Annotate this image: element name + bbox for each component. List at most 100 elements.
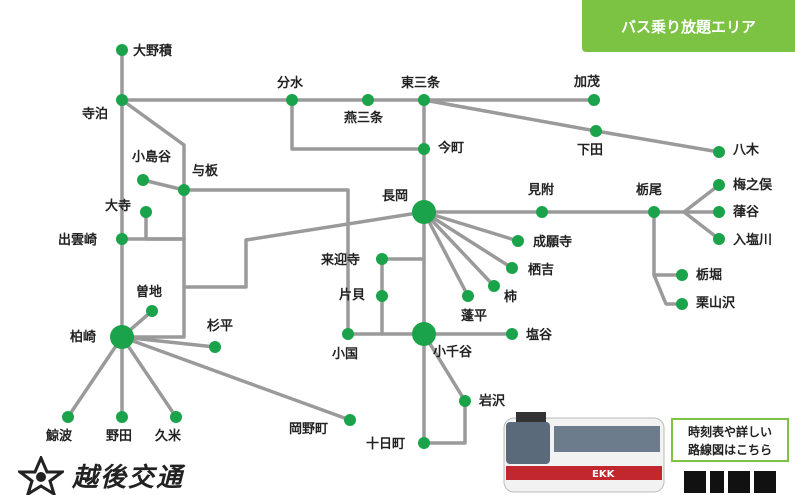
company-name: 越後交通 (72, 463, 185, 493)
company-emblem-icon (18, 456, 64, 495)
station-label-sugihira: 杉平 (207, 319, 234, 334)
station-marker-tochibori (676, 269, 688, 281)
route-segment (141, 178, 186, 192)
station-label-mitsuke: 見附 (528, 183, 555, 198)
station-label-yoita: 与板 (192, 164, 219, 179)
route-segment (652, 273, 684, 306)
station-label-fukiya: 葎谷 (733, 205, 760, 220)
station-marker-yoita (178, 184, 190, 196)
route-segment (182, 188, 426, 336)
station-label-iwasawa: 岩沢 (479, 394, 506, 409)
station-marker-bunsui (286, 94, 298, 106)
station-label-katakai: 片貝 (339, 288, 366, 303)
station-label-higashisanjo: 東三条 (401, 76, 441, 91)
station-marker-fukiya (713, 206, 725, 218)
station-marker-kume (170, 411, 182, 423)
station-label-ojiya: 小千谷 (433, 345, 473, 360)
route-segment (120, 98, 186, 339)
station-label-bunsui: 分水 (277, 76, 304, 91)
station-marker-irishiogawa (713, 233, 725, 245)
route-segment (120, 335, 178, 419)
station-marker-kojimaya (137, 174, 149, 186)
station-marker-ohdera (140, 206, 152, 218)
station-marker-yagi (713, 146, 725, 158)
timetable-info-link[interactable]: 時刻表や詳しい 路線図はこちら (671, 418, 789, 462)
station-label-sochi: 曽地 (136, 285, 163, 300)
station-label-imamachi: 今町 (438, 141, 465, 156)
station-label-ohnozumi: 大野積 (133, 44, 173, 59)
station-label-ohdera: 大寺 (105, 199, 132, 214)
echigo-kotsu-logo: 越後交通 (18, 456, 184, 495)
route-segment (182, 210, 426, 289)
station-marker-sukoshi (506, 262, 518, 274)
station-marker-izumozaki (116, 233, 128, 245)
station-marker-tsubamesanjo (362, 94, 374, 106)
station-marker-kuriyamazawa (676, 298, 688, 310)
station-marker-kashiwazaki (110, 325, 134, 349)
free-ride-area-banner: バス乗り放題エリア (582, 0, 795, 52)
station-marker-nagaoka (412, 200, 436, 224)
station-marker-raikouji (376, 253, 388, 265)
station-marker-umenomata (713, 179, 725, 191)
route-segment (120, 335, 352, 422)
station-marker-okanomachi (344, 414, 356, 426)
info-line-2: 路線図はこちら (687, 443, 772, 457)
station-label-sukoshi: 栖吉 (528, 263, 555, 278)
station-marker-mitsuke (536, 206, 548, 218)
station-label-kujiranami: 鯨波 (46, 429, 73, 444)
station-label-raikouji: 来迎寺 (321, 253, 361, 268)
station-marker-iwasawa (459, 395, 471, 407)
station-label-umenomata: 梅之俣 (733, 178, 773, 193)
route-segment (144, 210, 186, 241)
route-segment (682, 210, 721, 241)
station-label-izumozaki: 出雲崎 (58, 233, 98, 248)
route-segment (422, 210, 470, 298)
station-marker-jouganji (512, 235, 524, 247)
station-marker-higashisanjo (418, 94, 430, 106)
station-marker-tokamachi (418, 437, 430, 449)
route-segment (66, 335, 124, 419)
station-label-tokamachi: 十日町 (366, 437, 406, 452)
station-label-tsubamesanjo: 燕三条 (344, 111, 384, 126)
qr-code-icon[interactable] (684, 471, 776, 495)
station-label-oguni: 小国 (332, 347, 359, 362)
station-marker-katakai (376, 290, 388, 302)
station-marker-tochio (648, 206, 660, 218)
station-marker-imamachi (418, 143, 430, 155)
station-label-yomogihira: 蓬平 (461, 309, 488, 324)
station-label-okanomachi: 岡野町 (289, 422, 329, 437)
station-marker-kaki (488, 280, 500, 292)
station-label-teradomari: 寺泊 (82, 107, 109, 122)
route-segment (290, 98, 426, 151)
station-label-shioya: 塩谷 (526, 328, 553, 343)
station-marker-yomogihira (462, 290, 474, 302)
station-label-kojimaya: 小島谷 (132, 150, 172, 165)
station-marker-shioya (506, 328, 518, 340)
station-marker-noda (116, 411, 128, 423)
station-marker-kamo (588, 94, 600, 106)
station-label-nagaoka: 長岡 (382, 189, 409, 204)
station-marker-teradomari (116, 94, 128, 106)
route-segment (120, 335, 217, 349)
station-label-yagi: 八木 (733, 143, 760, 158)
station-label-kamo: 加茂 (574, 75, 601, 90)
station-marker-kujiranami (62, 411, 74, 423)
station-label-kume: 久米 (155, 429, 182, 444)
info-line-1: 時刻表や詳しい (687, 425, 772, 439)
station-marker-sugihira (209, 341, 221, 353)
station-label-noda: 野田 (106, 429, 133, 444)
station-marker-ojiya (412, 322, 436, 346)
route-segment (652, 183, 721, 214)
station-label-irishiogawa: 入塩川 (733, 233, 773, 248)
station-marker-shimoda (590, 125, 602, 137)
bus-image: EKK (503, 412, 665, 493)
station-marker-sochi (146, 305, 158, 317)
station-label-tochio: 栃尾 (636, 183, 663, 198)
station-label-jouganji: 成願寺 (533, 235, 573, 250)
route-segment (652, 210, 684, 277)
route-segment (422, 210, 514, 270)
route-segment (422, 210, 520, 243)
station-marker-ohnozumi (116, 44, 128, 56)
station-label-shimoda: 下田 (577, 143, 604, 158)
